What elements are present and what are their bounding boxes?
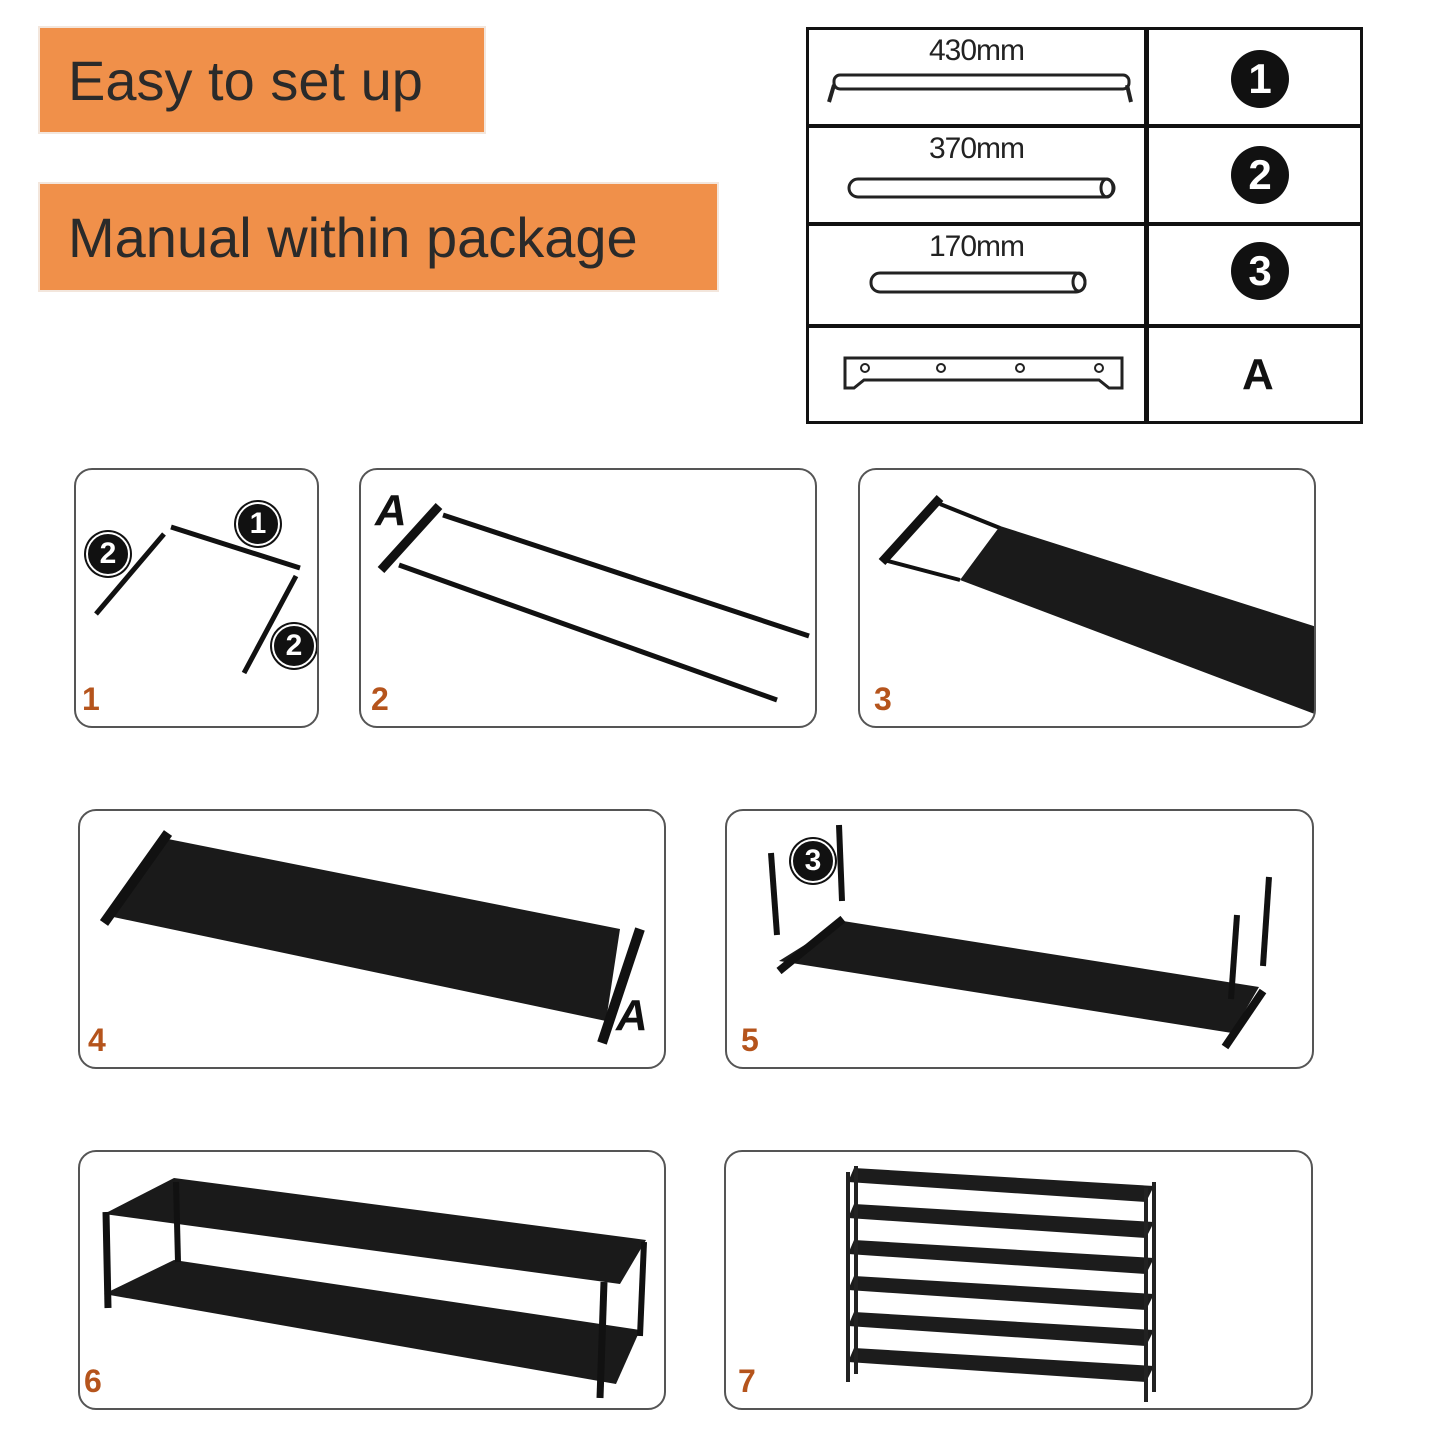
step-number: 4 — [88, 1022, 106, 1058]
step-panel-6: 6 — [78, 1150, 666, 1410]
manual-text: Manual within package — [68, 205, 638, 269]
part-dimension: 370mm — [928, 132, 1025, 165]
part-drawing-cell: 170mm — [809, 226, 1149, 324]
manual-banner: Manual within package — [38, 182, 719, 292]
part-row-2: 370mm 2 — [809, 128, 1360, 226]
part-badge: 1 — [1231, 50, 1289, 108]
shelf-tier — [848, 1204, 1154, 1238]
step-number: 2 — [371, 681, 389, 717]
shelf-tier — [848, 1168, 1154, 1202]
shelf-tier — [848, 1276, 1154, 1310]
step-panel-1: 2 1 2 1 — [74, 468, 319, 728]
tube-icon — [847, 177, 1116, 199]
step-panel-5: 3 5 — [725, 809, 1314, 1069]
step-panel-2: A 2 — [359, 468, 817, 728]
part-dimension: 430mm — [928, 34, 1025, 67]
part-dimension: 170mm — [928, 230, 1025, 263]
callout-badge: 1 — [236, 502, 280, 546]
easy-setup-text: Easy to set up — [68, 48, 423, 112]
part-badge: 3 — [1231, 242, 1289, 300]
step-panel-3: 3 — [858, 468, 1316, 728]
part-row-1: 430mm 1 — [809, 30, 1360, 128]
shelf-cover-illustration — [878, 494, 1314, 714]
parts-table: 430mm 1 370mm 2 170mm 3 — [806, 27, 1363, 424]
two-tier-rack-illustration — [102, 1178, 647, 1399]
step-panel-4: A 4 — [78, 809, 666, 1069]
step-number: 7 — [738, 1363, 756, 1399]
step-number: 3 — [874, 681, 892, 717]
bars-layout-illustration — [94, 524, 301, 675]
connector-bracket-icon — [843, 356, 1124, 390]
long-bar-icon — [827, 73, 1133, 103]
part-drawing-cell — [809, 328, 1149, 424]
connector-with-bars-illustration — [377, 502, 810, 703]
easy-setup-banner: Easy to set up — [38, 26, 486, 134]
step-number: 6 — [84, 1363, 102, 1399]
connector-label: A — [616, 991, 648, 1040]
step-number: 1 — [82, 681, 100, 717]
callout-badge: 2 — [86, 532, 130, 576]
part-drawing-cell: 370mm — [809, 128, 1149, 222]
single-shelf-illustration — [99, 830, 645, 1045]
part-row-3: 170mm 3 — [809, 226, 1360, 328]
part-row-4: A — [809, 328, 1360, 424]
short-tube-icon — [869, 271, 1087, 294]
legs-insert-illustration — [768, 824, 1272, 1050]
callout-badge: 2 — [272, 624, 316, 668]
shelf-tier — [848, 1240, 1154, 1274]
six-tier-rack-illustration — [846, 1166, 1156, 1402]
connector-label: A — [375, 486, 407, 535]
shelf-tier — [848, 1312, 1154, 1346]
part-letter: A — [1242, 350, 1274, 399]
step-panel-7: 7 — [724, 1150, 1313, 1410]
shelf-tier — [848, 1348, 1154, 1382]
step-number: 5 — [741, 1022, 759, 1058]
part-drawing-cell: 430mm — [809, 30, 1149, 124]
part-badge: 2 — [1231, 146, 1289, 204]
callout-badge: 3 — [791, 839, 835, 883]
